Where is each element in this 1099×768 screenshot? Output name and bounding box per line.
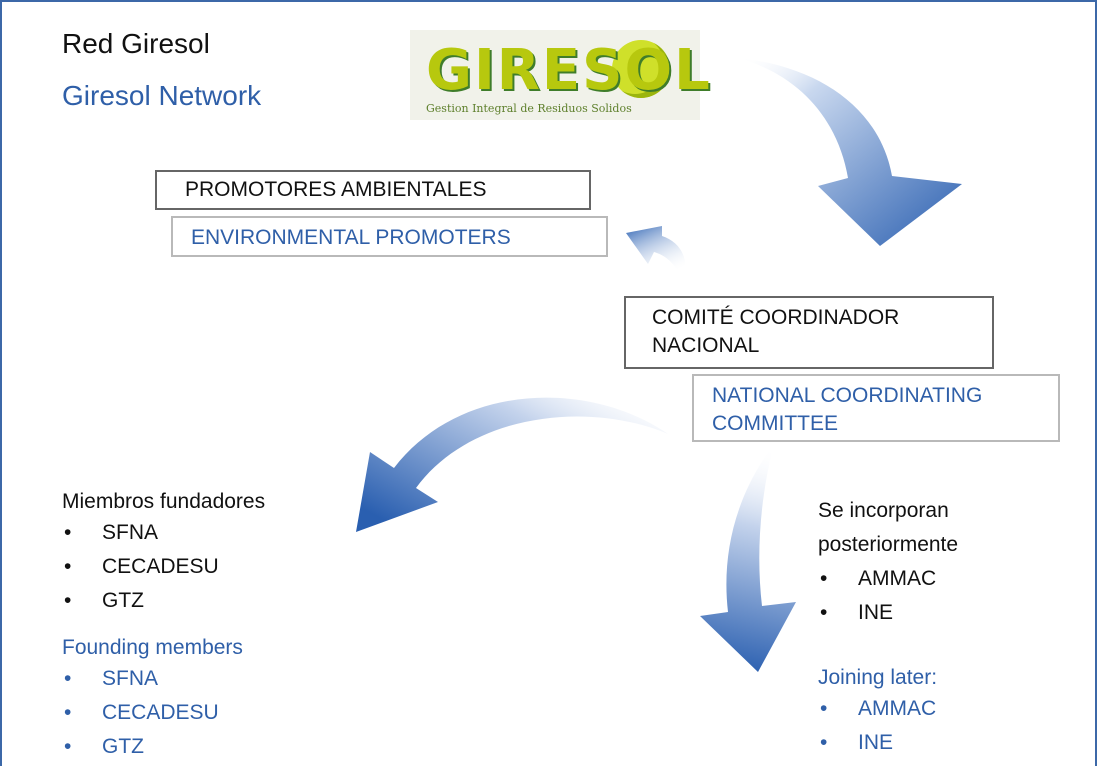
committee-label-es-line1: COMITÉ COORDINADOR [652,306,900,329]
later-heading-es-line2: posteriormente [818,533,959,556]
committee-box-es: COMITÉ COORDINADOR NACIONAL [624,296,994,369]
list-item: INE [818,596,958,630]
later-heading-en: Joining later: [818,666,938,689]
promoters-box-en: ENVIRONMENTAL PROMOTERS [171,216,608,257]
later-members-es: Se incorporan posteriormente AMMAC INE [818,494,958,630]
promoters-box-es: PROMOTORES AMBIENTALES [155,170,591,210]
founding-members-en: Founding members SFNA CECADESU GTZ [62,634,243,764]
list-item: GTZ [62,730,243,764]
logo-wordmark: GIRESOL [426,38,712,103]
committee-label-es-line2: NACIONAL [652,334,760,357]
promoters-label-es: PROMOTORES AMBIENTALES [185,178,487,201]
arrow-committee-to-later [700,444,796,672]
slide-subtitle: Giresol Network [62,80,262,111]
list-item: GTZ [62,584,265,618]
list-item: SFNA [62,516,265,550]
list-item: INE [818,726,937,760]
logo-tagline: Gestion Integral de Residuos Solidos [426,102,632,115]
later-members-en: Joining later: AMMAC INE [818,664,937,760]
later-heading-es-line1: Se incorporan [818,499,949,522]
founding-heading-en: Founding members [62,636,243,659]
promoters-label-en: ENVIRONMENTAL PROMOTERS [191,226,511,249]
giresol-logo: GIRESOL Gestion Integral de Residuos Sol… [410,30,710,120]
arrow-committee-to-founding [356,397,668,532]
founding-heading-es: Miembros fundadores [62,490,266,513]
sun-icon [612,40,670,98]
list-item: AMMAC [818,692,937,726]
slide-title: Red Giresol [62,28,210,59]
committee-label-en-line1: NATIONAL COORDINATING [712,384,983,407]
list-item: AMMAC [818,562,958,596]
arrow-committee-to-promoters [626,226,686,280]
committee-label-en-line2: COMMITTEE [712,412,838,435]
list-item: CECADESU [62,550,265,584]
list-item: SFNA [62,662,243,696]
list-item: CECADESU [62,696,243,730]
founding-members-es: Miembros fundadores SFNA CECADESU GTZ [62,488,265,618]
arrow-logo-to-committee [738,58,962,246]
committee-box-en: NATIONAL COORDINATING COMMITTEE [692,374,1060,442]
